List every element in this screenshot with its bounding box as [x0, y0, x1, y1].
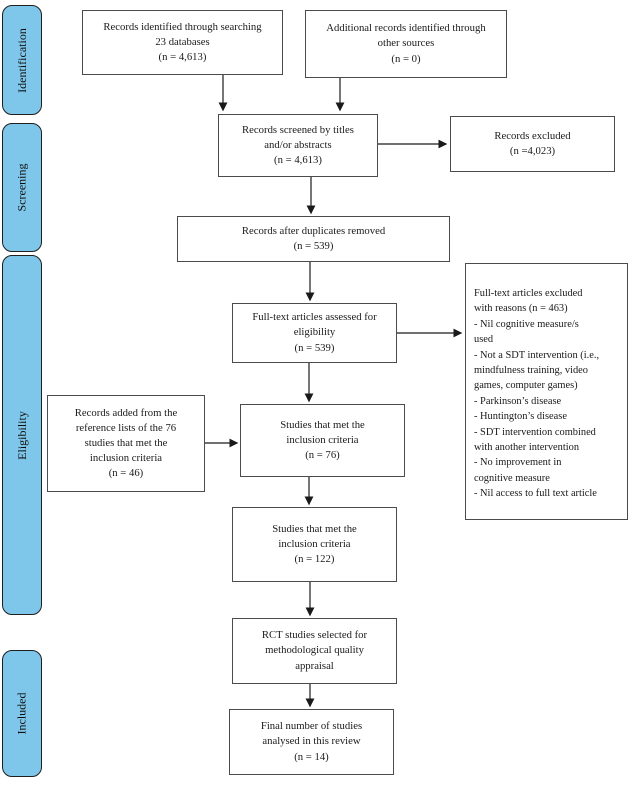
stage-eligibility-label: Eligibility — [14, 410, 29, 460]
studies-met-criteria-122-box: Studies that met the inclusion criteria … — [232, 507, 397, 582]
fulltext-excluded-reasons-box: Full-text articles excluded with reasons… — [465, 263, 628, 520]
stage-eligibility: Eligibility — [2, 255, 42, 615]
fulltext-assessed-box: Full-text articles assessed for eligibil… — [232, 303, 397, 363]
stage-identification-label: Identification — [14, 27, 29, 93]
records-screened-box: Records screened by titles and/or abstra… — [218, 114, 378, 177]
stage-screening-label: Screening — [14, 163, 29, 212]
stage-screening: Screening — [2, 123, 42, 252]
records-identified-box: Records identified through searching 23 … — [82, 10, 283, 75]
final-studies-box: Final number of studies analysed in this… — [229, 709, 394, 775]
duplicates-removed-box: Records after duplicates removed (n = 53… — [177, 216, 450, 262]
records-added-box: Records added from the reference lists o… — [47, 395, 205, 492]
stage-included-label: Included — [14, 692, 29, 735]
stage-included: Included — [2, 650, 42, 777]
stage-identification: Identification — [2, 5, 42, 115]
rct-selected-box: RCT studies selected for methodological … — [232, 618, 397, 684]
studies-met-criteria-76-box: Studies that met the inclusion criteria … — [240, 404, 405, 477]
additional-records-box: Additional records identified through ot… — [305, 10, 507, 78]
records-excluded-box: Records excluded (n =4,023) — [450, 116, 615, 172]
